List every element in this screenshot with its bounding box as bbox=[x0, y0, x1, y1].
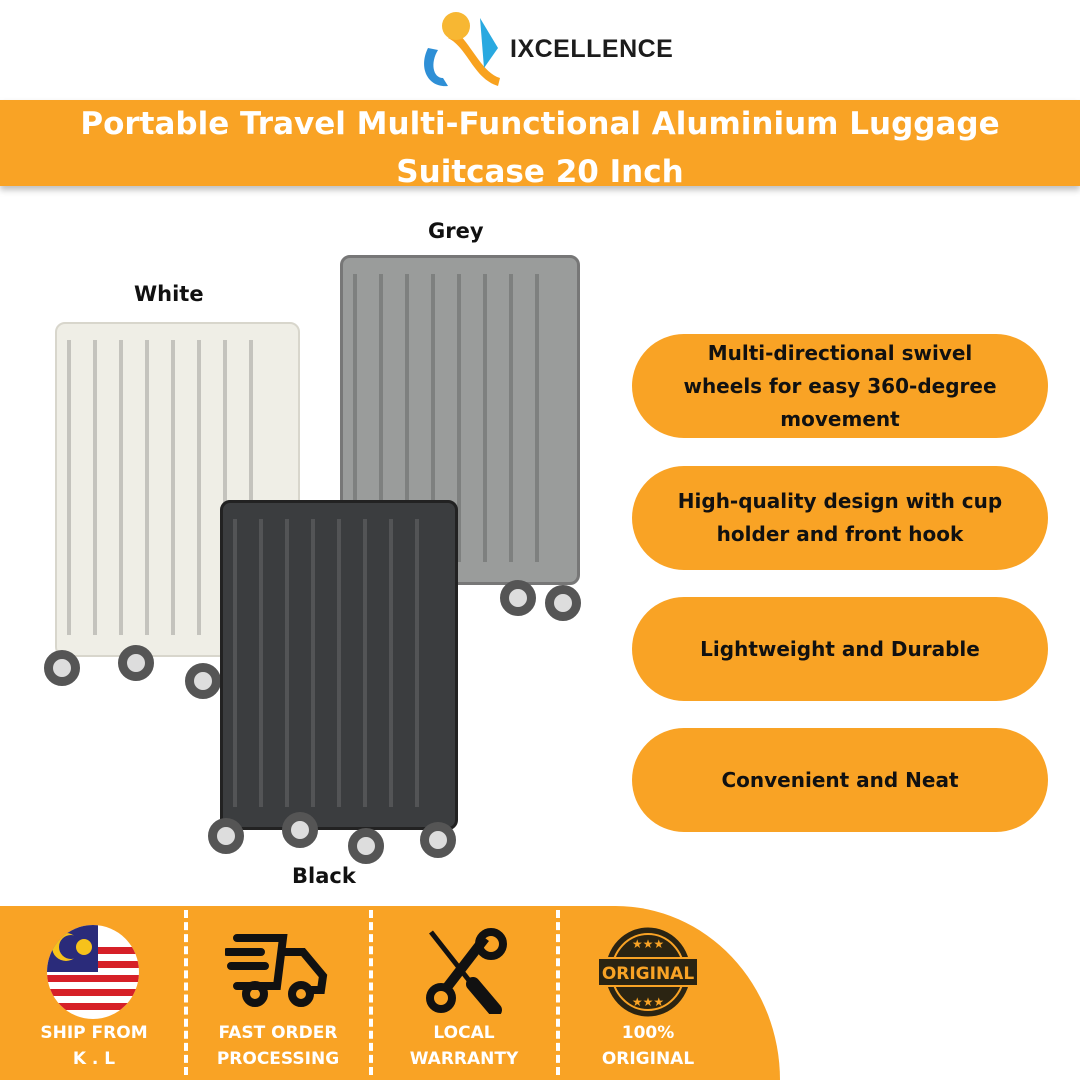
feature-line: K . L bbox=[72, 1049, 116, 1069]
divider bbox=[184, 910, 188, 1075]
feature-ship-from: SHIP FROM K . L bbox=[14, 1020, 174, 1072]
feature-pill: Multi-directional swivel wheels for easy… bbox=[632, 334, 1048, 438]
feature-line: 100% bbox=[621, 1023, 675, 1043]
tools-icon bbox=[426, 928, 507, 1014]
divider bbox=[369, 910, 373, 1075]
badge-text: ORIGINAL bbox=[602, 964, 695, 984]
divider bbox=[556, 910, 560, 1075]
feature-pill: High-quality design with cup holder and … bbox=[632, 466, 1048, 570]
feature-text: Multi-directional swivel wheels for easy… bbox=[683, 340, 997, 431]
variant-label-black: Black bbox=[292, 864, 356, 888]
feature-pill: Convenient and Neat bbox=[632, 728, 1048, 832]
variant-label-white: White bbox=[134, 282, 204, 306]
feature-line: WARRANTY bbox=[409, 1049, 519, 1069]
title-banner: Portable Travel Multi-Functional Alumini… bbox=[0, 100, 1080, 190]
feature-line: SHIP FROM bbox=[40, 1023, 148, 1043]
feature-line: ORIGINAL bbox=[601, 1049, 695, 1069]
feature-text: Convenient and Neat bbox=[721, 767, 959, 792]
feature-fast-order: FAST ORDER PROCESSING bbox=[198, 1020, 358, 1072]
feature-pill: Lightweight and Durable bbox=[632, 597, 1048, 701]
feature-original: 100% ORIGINAL bbox=[568, 1020, 728, 1072]
feature-line: PROCESSING bbox=[216, 1049, 340, 1069]
page-title: Portable Travel Multi-Functional Alumini… bbox=[80, 106, 1000, 190]
logo-mark-icon bbox=[424, 12, 500, 87]
malaysia-flag-icon bbox=[47, 925, 139, 1019]
feature-text: Lightweight and Durable bbox=[700, 636, 980, 661]
feature-line: LOCAL bbox=[433, 1023, 495, 1043]
feature-text: High-quality design with cup holder and … bbox=[677, 489, 1003, 546]
feature-local-warranty: LOCAL WARRANTY bbox=[384, 1020, 544, 1072]
brand-name: IXCELLENCE bbox=[510, 34, 674, 63]
delivery-truck-icon bbox=[225, 934, 328, 1007]
variant-label-grey: Grey bbox=[428, 219, 484, 243]
feature-line: FAST ORDER bbox=[218, 1023, 338, 1043]
brand-logo: IXCELLENCE bbox=[418, 8, 673, 90]
original-badge-icon: ORIGINAL ★★★ ★★★ bbox=[596, 926, 700, 1022]
svg-text:★★★: ★★★ bbox=[632, 937, 664, 951]
svg-text:★★★: ★★★ bbox=[632, 995, 664, 1009]
